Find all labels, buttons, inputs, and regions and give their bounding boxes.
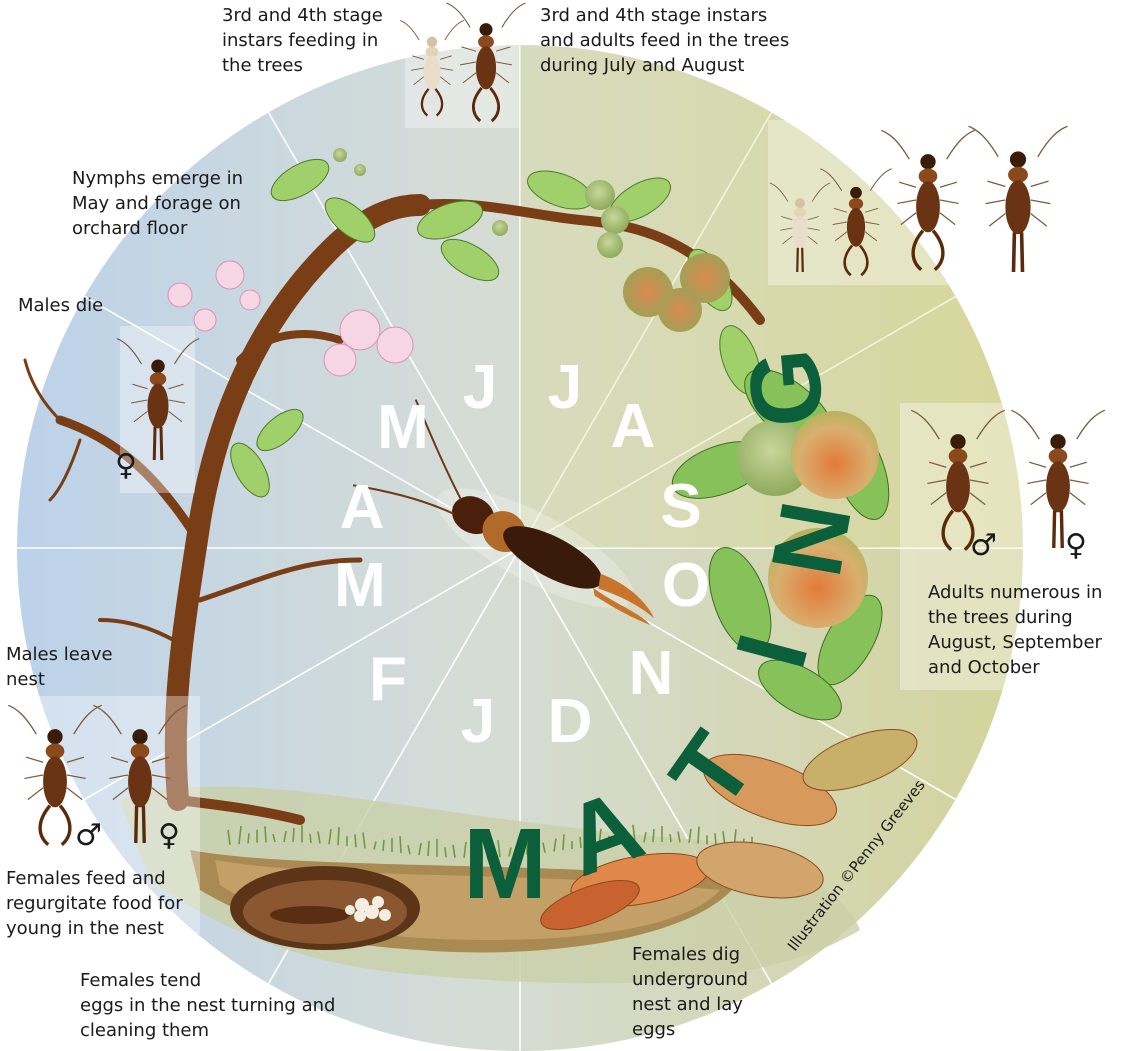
label-males-leave-nest: Males leave nest — [6, 642, 113, 692]
label-adults-numerous: Adults numerous in the trees during Augu… — [928, 580, 1102, 680]
label-nymphs-emerge: Nymphs emerge in May and forage on orcha… — [72, 166, 243, 241]
nest-earwig-icon — [270, 906, 350, 924]
month-letter: O — [662, 551, 710, 620]
female-symbol: ♀ — [115, 448, 137, 483]
month-letter: A — [611, 392, 656, 461]
month-letter: M — [377, 393, 429, 462]
month-letter: J — [463, 353, 497, 422]
female-symbol: ♀ — [158, 818, 180, 853]
mating-letter: M — [463, 808, 546, 920]
month-letter: N — [629, 639, 674, 708]
month-letter: S — [660, 472, 701, 541]
month-letter: A — [340, 473, 385, 542]
male-symbol: ♂ — [75, 818, 102, 853]
label-instars-feeding: 3rd and 4th stage instars feeding in the… — [222, 3, 383, 78]
earwig-icon — [969, 126, 1068, 272]
label-females-tend-eggs: Females tend eggs in the nest turning an… — [80, 968, 335, 1043]
month-letter: D — [548, 687, 593, 756]
mating-letter: G — [727, 344, 845, 431]
male-symbol: ♂ — [970, 528, 997, 563]
label-instars-adults-july-august: 3rd and 4th stage instars and adults fee… — [540, 3, 789, 78]
underground-nest — [230, 866, 420, 950]
month-letter: M — [334, 551, 386, 620]
label-females-feed: Females feed and regurgitate food for yo… — [6, 866, 183, 941]
month-letter: F — [369, 645, 407, 714]
label-males-die: Males die — [18, 293, 103, 318]
label-females-dig-nest: Females dig underground nest and lay egg… — [632, 942, 748, 1042]
month-letter: J — [548, 353, 582, 422]
month-letter: J — [461, 687, 495, 756]
female-symbol: ♀ — [1065, 528, 1087, 563]
